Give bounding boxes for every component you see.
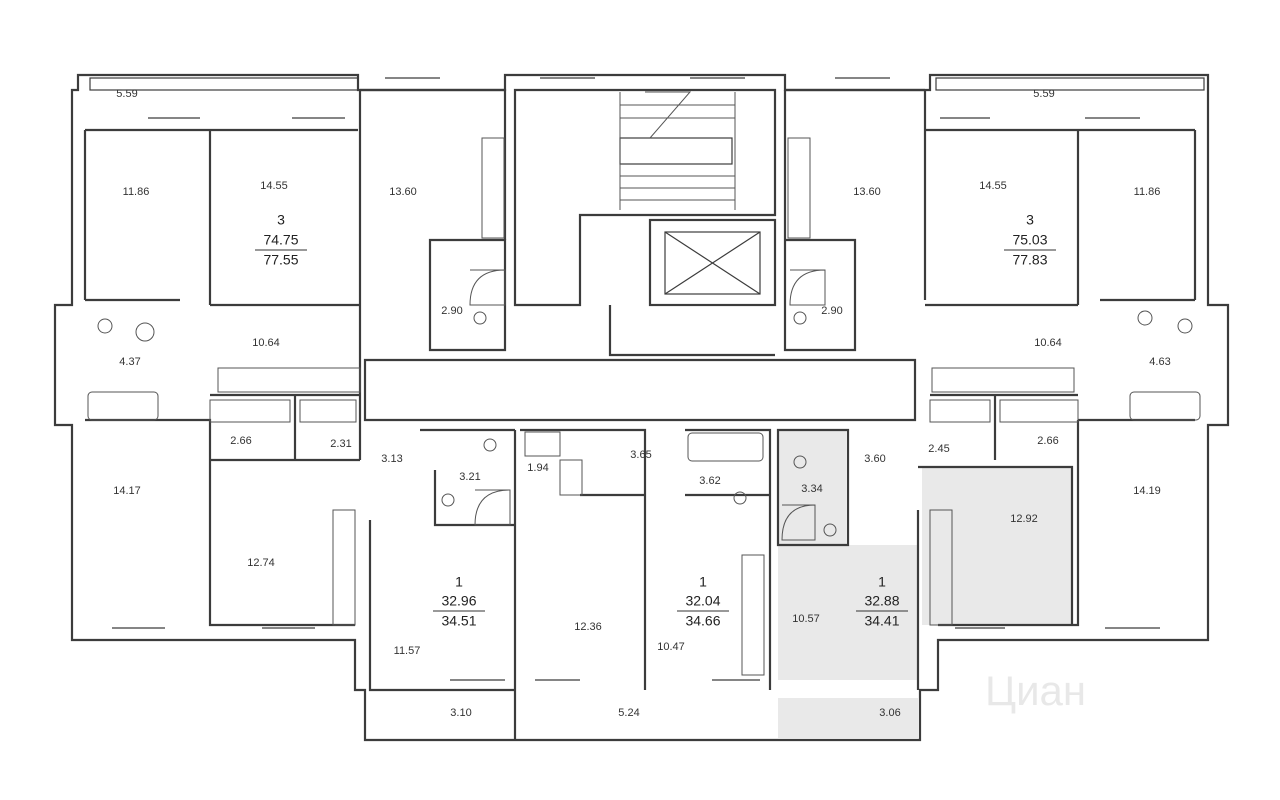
- apartment-living-area: 32.96: [441, 593, 476, 609]
- room-area-label: 1.94: [527, 462, 548, 474]
- apartment-living-area: 74.75: [263, 232, 298, 248]
- room-area-label: 14.55: [979, 180, 1007, 192]
- room-area-label: 5.59: [1033, 88, 1054, 100]
- windows: [112, 77, 1160, 681]
- apartment-label: 3 74.75 77.55: [255, 212, 307, 268]
- apartment-label: 1 32.88 34.41: [856, 574, 908, 629]
- bath-fixtures: [87, 269, 1201, 541]
- room-area-label: 4.63: [1149, 356, 1170, 368]
- room-area-label: 2.66: [230, 435, 251, 447]
- room-area-label: 10.64: [252, 337, 280, 349]
- room-area-label: 3.60: [864, 453, 885, 465]
- room-area-label: 14.17: [113, 485, 141, 497]
- apartment-room-count: 1: [699, 574, 707, 590]
- room-area-label: 13.60: [853, 186, 881, 198]
- apartment-total-area: 34.66: [685, 613, 720, 629]
- room-area-label: 2.90: [441, 305, 462, 317]
- apartment-room-count: 1: [455, 574, 463, 590]
- room-area-label: 4.37: [119, 356, 140, 368]
- room-area-label: 3.13: [381, 453, 402, 465]
- room-area-label: 3.21: [459, 471, 480, 483]
- apartment-label: 1 32.04 34.66: [677, 574, 729, 629]
- room-area-label: 14.19: [1133, 485, 1161, 497]
- room-area-label: 10.57: [792, 613, 820, 625]
- apartment-room-count: 3: [1026, 212, 1034, 228]
- room-area-label: 2.45: [928, 443, 949, 455]
- apartment-living-area: 75.03: [1012, 232, 1047, 248]
- room-area-label: 3.65: [630, 449, 651, 461]
- apartment-label: 1 32.96 34.51: [433, 574, 485, 629]
- room-area-label: 2.90: [821, 305, 842, 317]
- kitchen-counters: [332, 137, 953, 676]
- core-walls: [363, 88, 917, 690]
- apartment-room-count: 3: [277, 212, 285, 228]
- room-area-label: 3.06: [879, 707, 900, 719]
- apartment-room-count: 1: [878, 574, 886, 590]
- closets: [209, 367, 1079, 496]
- selected-apartment-highlight: [778, 430, 1072, 738]
- room-area-label: 5.59: [116, 88, 137, 100]
- apartment-total-area: 77.83: [1012, 252, 1047, 268]
- outer-walls: [53, 73, 1230, 742]
- room-area-label: 12.74: [247, 557, 275, 569]
- room-area-label: 3.34: [801, 483, 822, 495]
- room-area-label: 10.64: [1034, 337, 1062, 349]
- interior-walls-left: [83, 88, 517, 740]
- apartment-total-area: 34.51: [441, 613, 476, 629]
- room-area-label: 13.60: [389, 186, 417, 198]
- room-area-label: 10.47: [657, 641, 685, 653]
- room-area-label: 5.24: [618, 707, 639, 719]
- apartment-labels: 3 74.75 77.55 3 75.03 77.83 1 32.96 34.5…: [255, 212, 1056, 629]
- room-area-label: 12.92: [1010, 513, 1038, 525]
- apartment-total-area: 77.55: [263, 252, 298, 268]
- room-area-label: 11.57: [394, 645, 421, 657]
- stair-treads: [619, 91, 736, 210]
- room-area-label: 11.86: [123, 186, 150, 198]
- room-labels: 5.59 11.86 14.55 13.60 2.90 10.64 4.37 2…: [113, 88, 1170, 719]
- room-area-label: 11.86: [1134, 186, 1161, 198]
- room-area-label: 3.62: [699, 475, 720, 487]
- apartment-total-area: 34.41: [864, 613, 899, 629]
- apartment-label: 3 75.03 77.83: [1004, 212, 1056, 268]
- room-area-label: 2.66: [1037, 435, 1058, 447]
- room-area-label: 2.31: [330, 438, 351, 450]
- room-area-label: 12.36: [574, 621, 602, 633]
- watermark-text: Циан: [985, 667, 1086, 714]
- apartment-living-area: 32.04: [685, 593, 720, 609]
- apartment-living-area: 32.88: [864, 593, 899, 609]
- room-area-label: 14.55: [260, 180, 288, 192]
- room-area-label: 3.10: [450, 707, 471, 719]
